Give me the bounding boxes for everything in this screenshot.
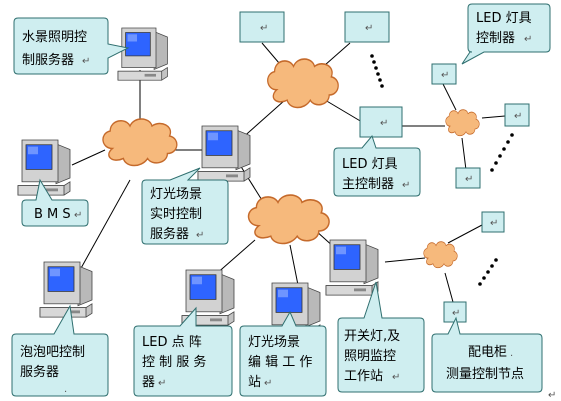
network-cloud-main (102, 118, 178, 167)
callout-bubble-bar-bubble (11, 304, 109, 397)
svg-text:↵: ↵ (452, 308, 460, 319)
device-box-top-left (239, 11, 285, 43)
switch-monitor-label-line3: 工作站 (344, 369, 383, 384)
more-devices-marks (370, 54, 514, 286)
svg-text:↵: ↵ (514, 111, 522, 122)
distribution-label-line1: 配电柜 (468, 345, 507, 360)
computer-bubble-bar (39, 261, 93, 318)
led-main-label-line2: 主控制器 (342, 177, 394, 192)
led-main-mark: ↵ (402, 180, 410, 191)
led-main-controller-box (359, 106, 403, 138)
led-matrix-label-line3: 器 (142, 375, 155, 390)
scene-edit-label-line2: 编 辑 工 作 (248, 355, 312, 370)
network-cloud-distribution (423, 241, 458, 269)
device-box-top-right (344, 11, 390, 43)
callout-distribution-bubble (431, 316, 543, 393)
led-controller-label-line2: 控制器 (476, 31, 515, 46)
scene-edit-label-line3: 站 (248, 375, 261, 390)
callout-bms-bubble (21, 178, 89, 227)
scene-edit-mark: ↵ (264, 378, 272, 389)
led-controller-box-1 (431, 63, 457, 85)
link-bubble-cloud1 (79, 179, 131, 271)
callout-water-server-bubble (13, 17, 130, 75)
svg-text:↵: ↵ (465, 174, 473, 185)
realtime-label-line1: 灯光场景 (150, 187, 202, 202)
link-cloud3-sceneedit (289, 244, 299, 286)
distribution-mark: . (510, 348, 513, 359)
water-server-label-line1: 水景照明控 (22, 30, 87, 45)
svg-text:↵: ↵ (380, 118, 388, 129)
link-cloud5-box7 (447, 224, 483, 244)
computer-water-server (117, 27, 168, 81)
led-controller-mark: ↵ (524, 34, 532, 45)
led-controller-box-2 (504, 103, 530, 127)
link-cloud2-box2 (324, 42, 351, 66)
link-cloud4-box5 (481, 115, 506, 119)
distribution-node-box-1 (481, 211, 505, 233)
led-matrix-mark: ↵ (158, 378, 166, 389)
bubble-bar-mark: . (64, 384, 67, 395)
switch-monitor-label-line2: 照明监控 (344, 349, 396, 364)
link-bms-cloud1 (71, 149, 106, 166)
svg-text:↵: ↵ (441, 70, 449, 81)
led-controller-box-3 (455, 167, 481, 189)
bubble-bar-label-line2: 服务器 (20, 364, 59, 380)
realtime-mark: ↵ (196, 230, 204, 241)
distribution-label-line2: 测量控制节点 (446, 367, 524, 382)
callouts (11, 3, 551, 397)
water-server-mark: ↵ (82, 56, 90, 67)
led-controller-label-line1: LED 灯具 (476, 11, 532, 26)
switch-monitor-label-line1: 开关灯,及 (344, 329, 400, 344)
network-cloud-middle (247, 194, 330, 245)
switch-monitor-mark: ↵ (392, 372, 400, 383)
svg-text:↵: ↵ (260, 23, 268, 34)
callout-led-main-bubble (333, 134, 421, 197)
realtime-label-line2: 实时控制 (150, 207, 202, 222)
link-cloud5-box8 (444, 272, 454, 303)
realtime-label-line3: 服务器 (150, 226, 189, 242)
led-main-label-line1: LED 灯具 (342, 157, 398, 172)
led-matrix-label-line1: LED 点 阵 (142, 335, 202, 350)
callout-realtime-bubble (141, 167, 229, 245)
water-server-label-line2: 制服务器 (22, 52, 74, 68)
svg-text:↵: ↵ (365, 23, 373, 34)
computer-realtime-server (197, 125, 251, 182)
link-cloud2-box3 (324, 99, 363, 123)
bms-label: B M S (34, 207, 71, 222)
callout-led-matrix-bubble (133, 306, 233, 397)
led-matrix-label-line2: 控 制 服 务 (142, 354, 206, 370)
link-cloud4-box6 (461, 137, 467, 171)
link-cloud3-ledmatrix (214, 239, 256, 276)
callout-switch-monitor-bubble (337, 281, 425, 393)
network-cloud-led (445, 109, 480, 137)
computer-switch-monitor (325, 239, 379, 296)
network-cloud-top (266, 58, 339, 109)
bubble-bar-label-line1: 泡泡吧控制 (20, 345, 85, 360)
callout-labels: 水景照明控 制服务器 ↵ B M S ↵ 灯光场景 实时控制 服务器 ↵ 泡泡吧… (20, 11, 532, 395)
svg-text:↵: ↵ (490, 218, 498, 229)
link-switch-cloud5 (384, 257, 426, 263)
callout-scene-edit-bubble (239, 310, 327, 397)
device-boxes (239, 11, 530, 323)
callout-led-controller-bubble (461, 3, 551, 65)
bms-mark: ↵ (74, 210, 82, 221)
device-box-marks: ↵ ↵ ↵ ↵ ↵ ↵ ↵ ↵ (260, 23, 522, 319)
link-cloud4-box4 (441, 81, 457, 111)
scene-edit-label-line1: 灯光场景 (248, 335, 300, 350)
link-realtime-cloud2 (239, 99, 286, 141)
page-end-mark: ↵ (548, 390, 556, 401)
